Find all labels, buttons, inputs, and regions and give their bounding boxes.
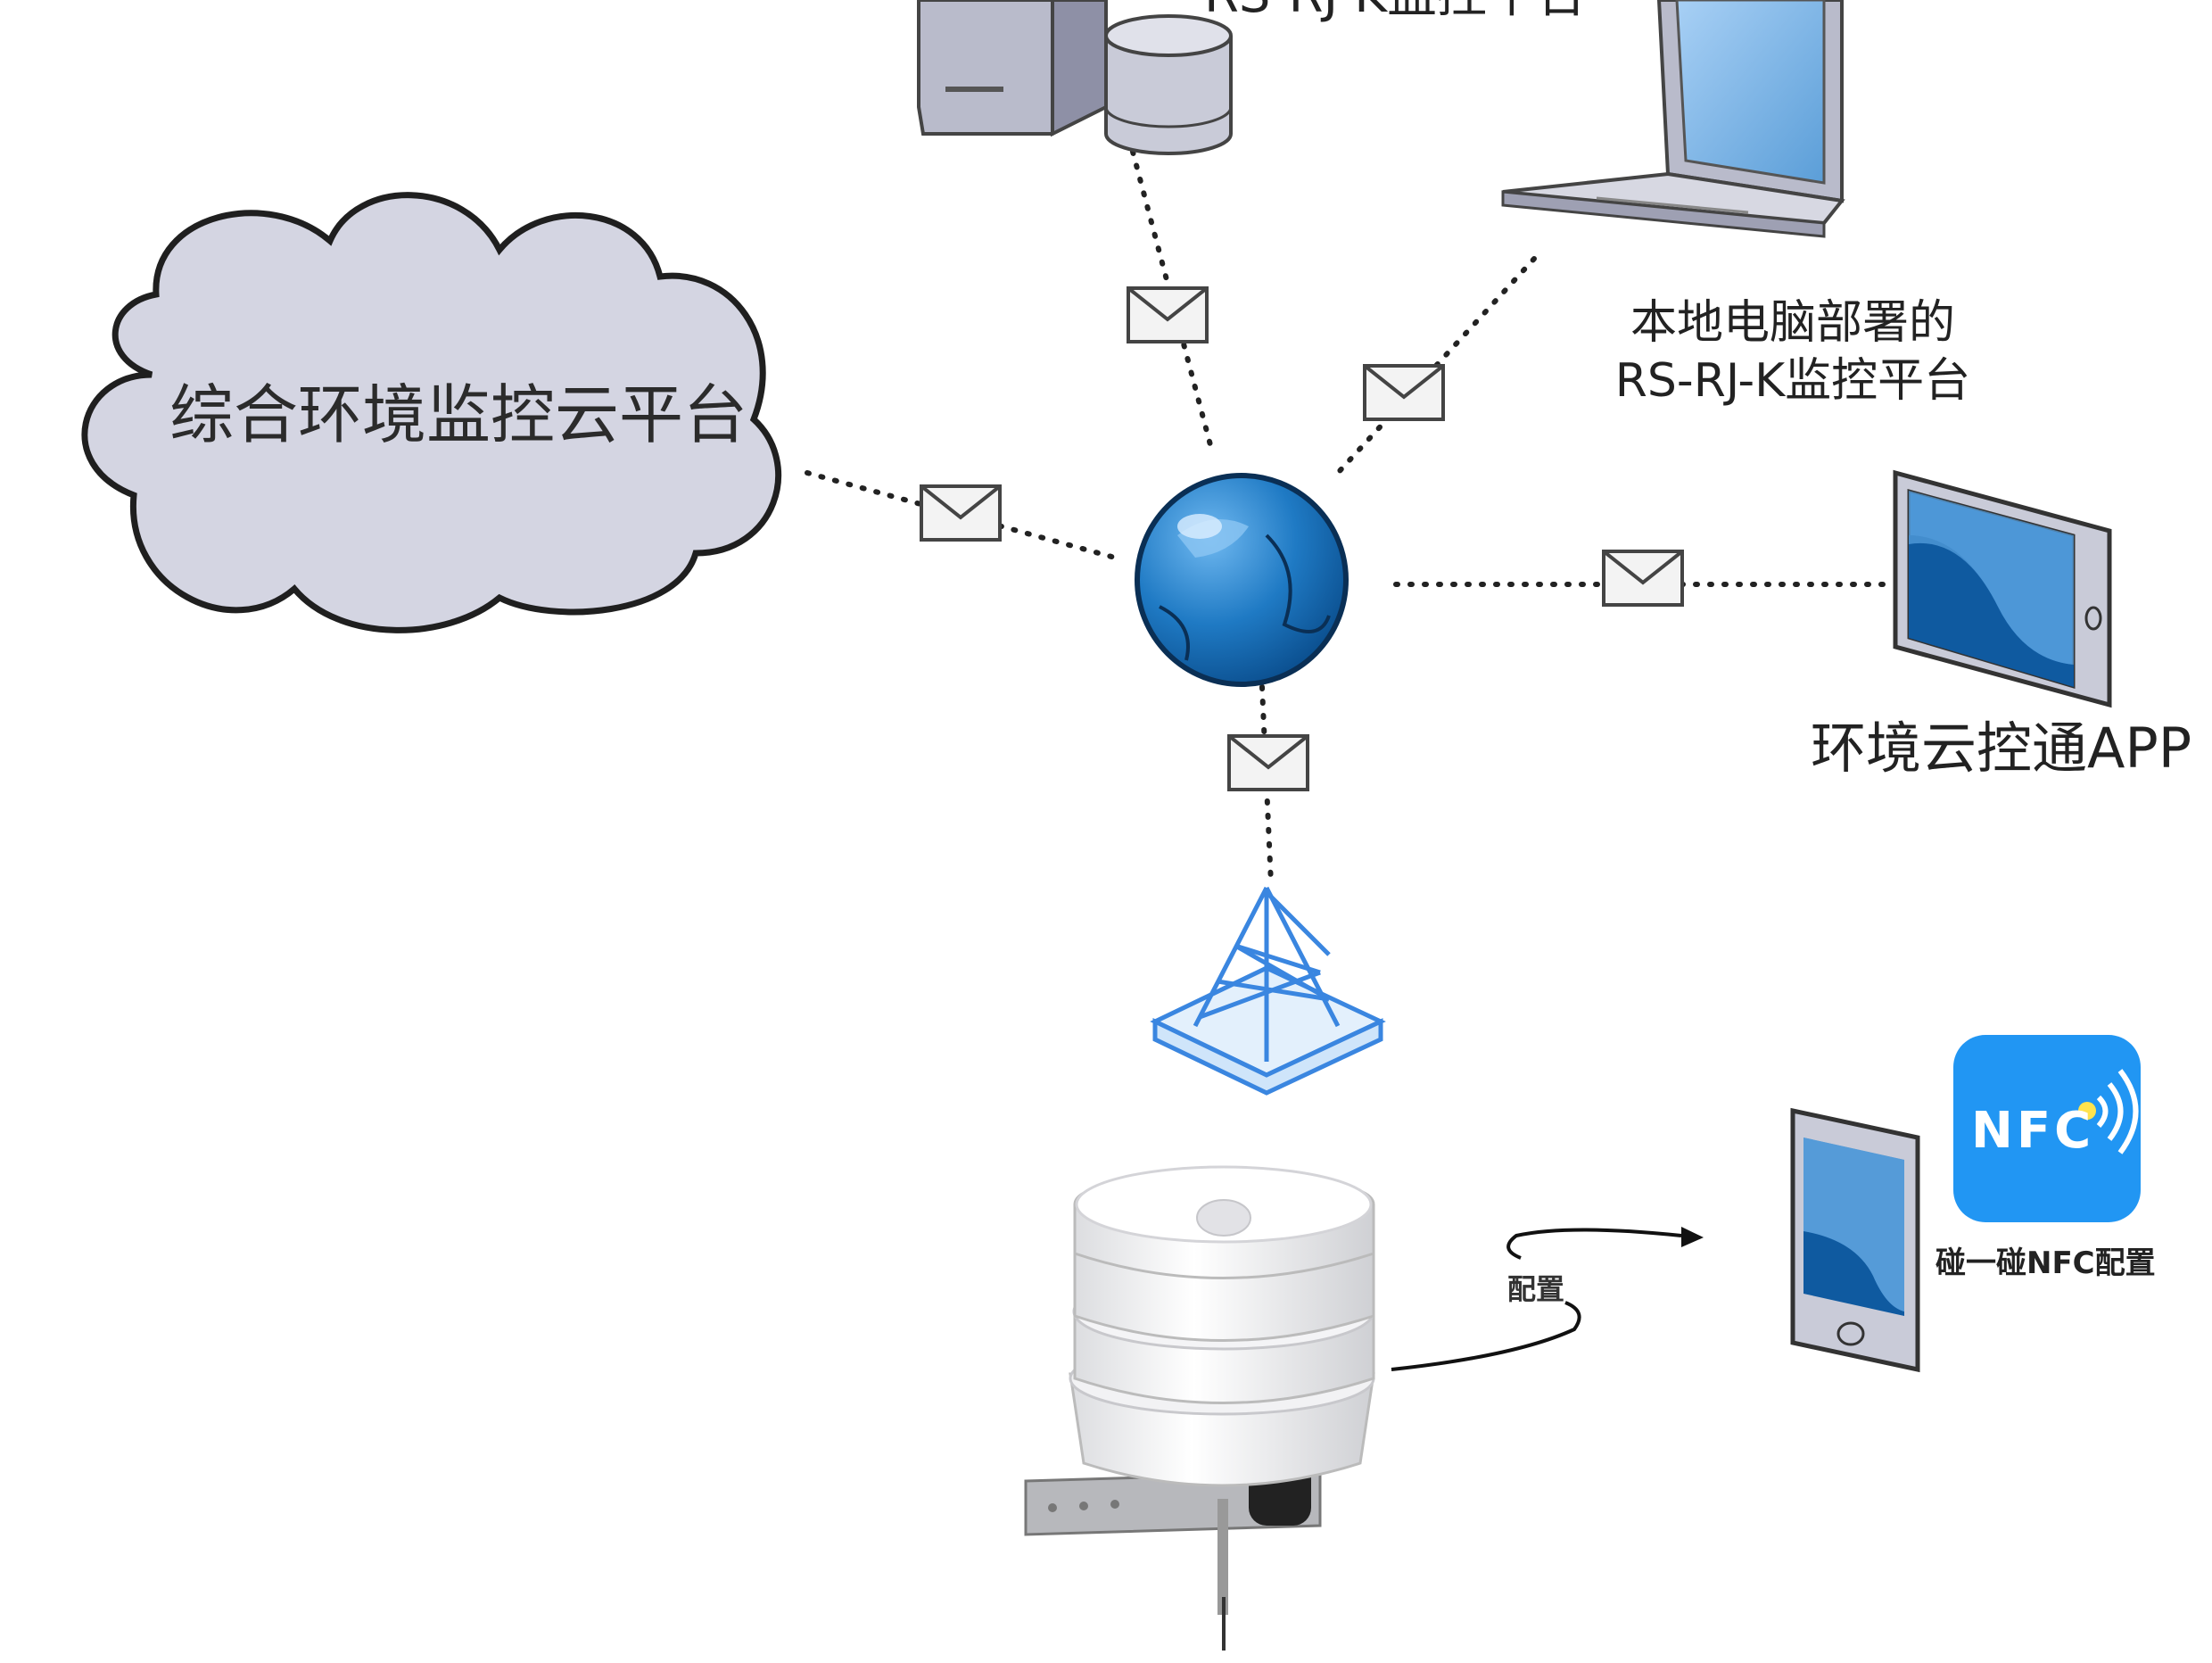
laptop-icon <box>1501 0 1845 238</box>
envelope-icon <box>1227 734 1309 791</box>
top-platform-label: RS-RJ-K监控平台 <box>1204 0 1587 27</box>
phone-icon <box>1790 1107 1920 1373</box>
app-label: 环境云控通APP <box>1811 716 2192 781</box>
tablet-icon <box>1893 469 2112 708</box>
local-platform-label-line2: RS-RJ-K监控平台 <box>1614 354 1971 408</box>
local-platform-label-line1: 本地电脑部署的 <box>1630 296 1955 350</box>
nfc-app-icon <box>1953 1035 2141 1222</box>
cell-tower-icon <box>1150 886 1386 1096</box>
config-label: 配置 <box>1507 1272 1565 1306</box>
globe-icon <box>1135 473 1349 687</box>
envelope-icon <box>1363 364 1445 421</box>
server-icon <box>917 0 1108 137</box>
nfc-logo-text: NFC <box>1971 1102 2095 1160</box>
sensor-device-icon <box>1024 1165 1375 1651</box>
database-icon <box>1104 14 1233 155</box>
config-arrow <box>1391 1227 1704 1371</box>
cloud-icon <box>81 192 782 633</box>
envelope-icon <box>1127 286 1209 343</box>
nfc-config-caption: 碰一碰NFC配置 <box>1936 1245 2156 1281</box>
cloud-platform-label: 综合环境监控云平台 <box>169 377 748 452</box>
envelope-icon <box>1602 550 1684 607</box>
local-platform-label: 本地电脑部署的 RS-RJ-K监控平台 <box>1597 294 1989 410</box>
envelope-icon <box>920 484 1002 542</box>
